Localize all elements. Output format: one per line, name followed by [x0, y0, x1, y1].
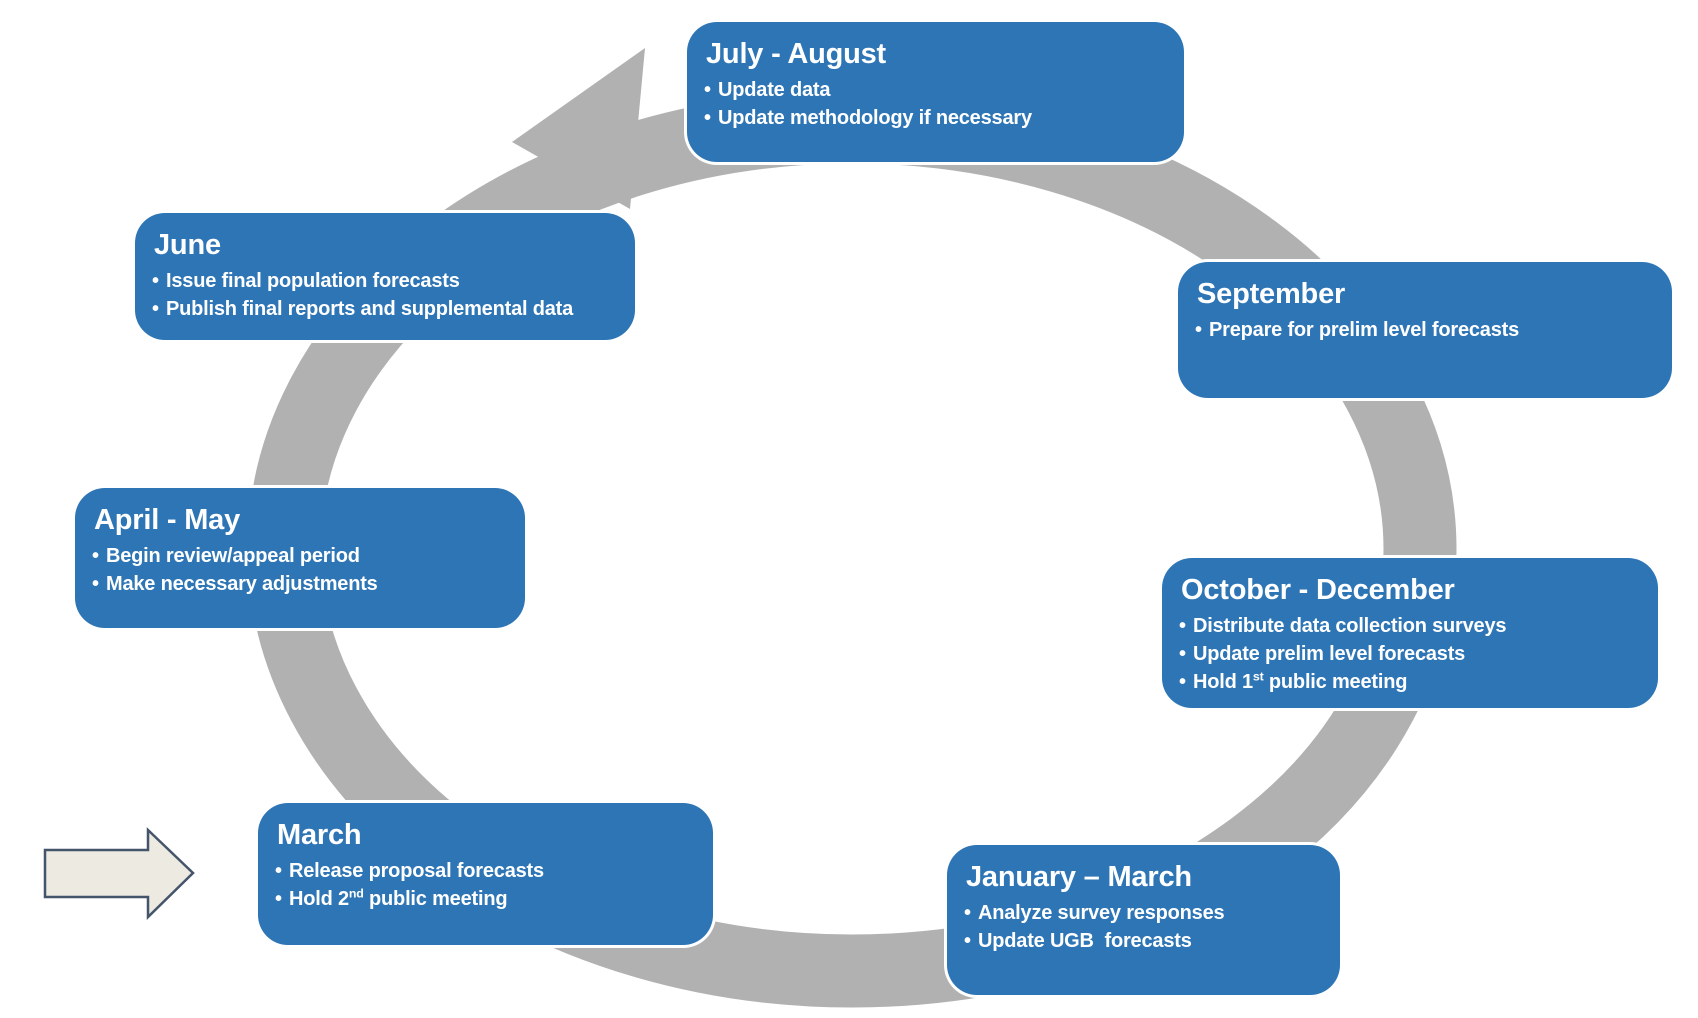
stage-march: March • Release proposal forecasts • Hol…	[258, 803, 713, 945]
bullet-text: Issue final population forecasts	[166, 270, 460, 292]
stage-title: June	[154, 229, 221, 261]
bullet-text: Publish final reports and supplemental d…	[166, 298, 574, 320]
bullet-text: Release proposal forecasts	[289, 860, 544, 882]
bullet-text: Hold 2nd public meeting	[289, 886, 508, 910]
bullet-marker: •	[1179, 643, 1187, 665]
bullet-item: • Begin review/appeal period	[92, 542, 507, 570]
bullet-item: • Hold 2nd public meeting	[275, 885, 695, 913]
bullet-text: Analyze survey responses	[978, 902, 1225, 924]
bullet-text: Update data	[718, 79, 831, 101]
bullet-text: Distribute data collection surveys	[1193, 615, 1507, 637]
bullet-marker: •	[704, 79, 712, 101]
bullet-marker: •	[1179, 615, 1187, 637]
bullet-marker: •	[152, 298, 160, 320]
bullet-marker: •	[275, 888, 283, 910]
stage-title: January – March	[966, 861, 1192, 893]
stage-title: July - August	[706, 38, 886, 70]
bullet-item: • Distribute data collection surveys	[1179, 612, 1640, 640]
stage-january-march: January – March • Analyze survey respons…	[947, 845, 1340, 995]
bullet-marker: •	[275, 860, 283, 882]
bullet-item: • Make necessary adjustments	[92, 570, 507, 598]
bullet-marker: •	[704, 107, 712, 129]
bullet-marker: •	[92, 545, 100, 567]
bullet-item: • Update data	[704, 76, 1166, 104]
bullet-item: • Update UGB forecasts	[964, 927, 1322, 955]
bullet-marker: •	[964, 902, 972, 924]
stage-title: April - May	[94, 504, 241, 536]
bullet-item: • Publish final reports and supplemental…	[152, 295, 617, 323]
clockwise-cycle-arrowhead-icon	[512, 48, 645, 209]
bullet-text: Prepare for prelim level forecasts	[1209, 319, 1520, 341]
bullet-marker: •	[92, 573, 100, 595]
bullet-text: Update UGB forecasts	[978, 930, 1192, 952]
stage-april-may: April - May • Begin review/appeal period…	[75, 488, 525, 628]
bullet-item: • Prepare for prelim level forecasts	[1195, 316, 1654, 344]
bullet-marker: •	[964, 930, 972, 952]
bullet-item: • Update prelim level forecasts	[1179, 640, 1640, 668]
stage-july-august: July - August • Update data • Update met…	[687, 22, 1184, 162]
bullet-text: Begin review/appeal period	[106, 545, 360, 567]
bullet-marker: •	[1195, 319, 1203, 341]
bullet-item: • Analyze survey responses	[964, 899, 1322, 927]
stage-title: September	[1197, 278, 1346, 310]
stage-title: March	[277, 819, 362, 851]
bullet-item: • Update methodology if necessary	[704, 104, 1166, 132]
bullet-text: Update methodology if necessary	[718, 107, 1032, 129]
stage-september: September • Prepare for prelim level for…	[1178, 262, 1672, 398]
stage-title: October - December	[1181, 574, 1455, 606]
bullet-text: Update prelim level forecasts	[1193, 643, 1466, 665]
bullet-text: Hold 1st public meeting	[1193, 669, 1408, 693]
bullet-item: • Hold 1st public meeting	[1179, 668, 1640, 696]
bullet-item: • Issue final population forecasts	[152, 267, 617, 295]
bullet-text: Make necessary adjustments	[106, 573, 378, 595]
bullet-marker: •	[152, 270, 160, 292]
stage-october-december: October - December • Distribute data col…	[1162, 558, 1658, 708]
stage-june: June • Issue final population forecasts …	[135, 213, 635, 340]
right-block-arrow-icon	[43, 827, 195, 920]
bullet-item: • Release proposal forecasts	[275, 857, 695, 885]
bullet-marker: •	[1179, 671, 1187, 693]
